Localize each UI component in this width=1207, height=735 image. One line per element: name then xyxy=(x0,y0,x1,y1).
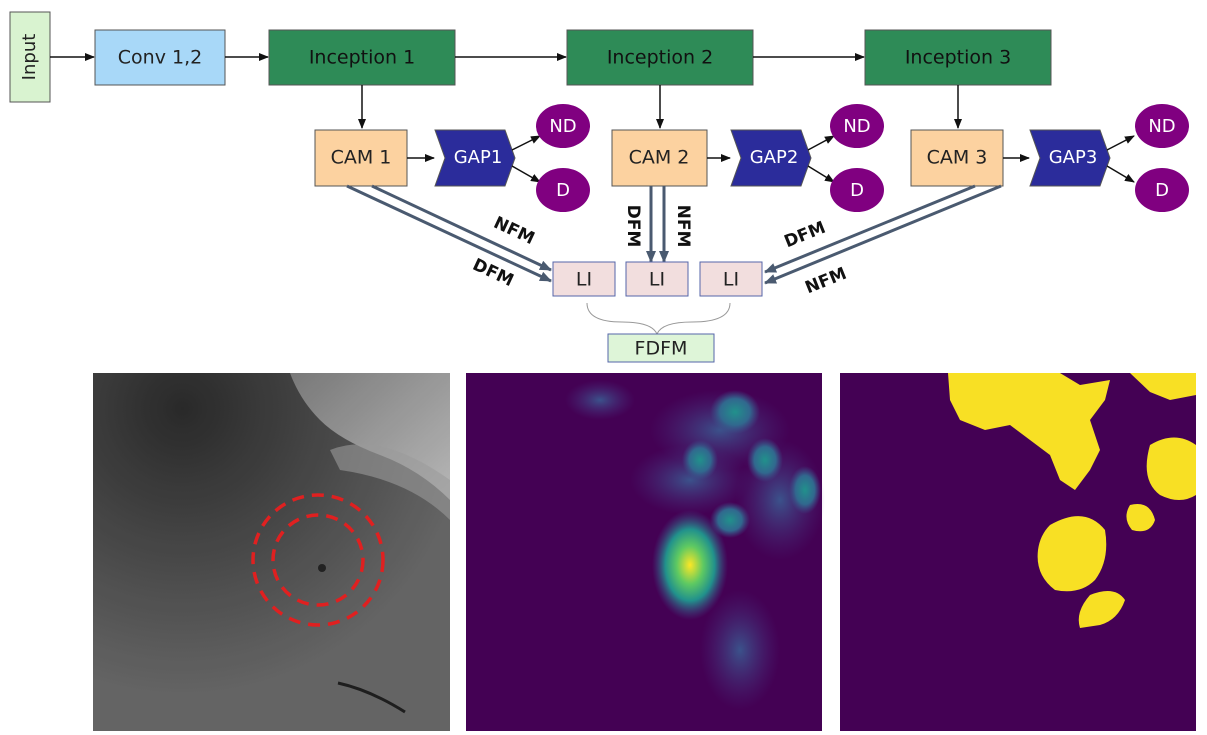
li-node-3: LI xyxy=(699,261,763,297)
nfm-label-3: NFM xyxy=(802,264,849,299)
mask-image xyxy=(840,373,1196,731)
gap-3-label: GAP3 xyxy=(1049,147,1098,168)
li-label: LI xyxy=(649,269,665,291)
inception-2-label: Inception 2 xyxy=(607,47,713,69)
li-label: LI xyxy=(723,269,739,291)
d-label: D xyxy=(850,180,864,201)
inception-1-node: Inception 1 xyxy=(268,29,456,86)
d-label: D xyxy=(556,180,570,201)
conv-node: Conv 1,2 xyxy=(94,29,226,86)
gap-1-label: GAP1 xyxy=(454,147,503,168)
nfm-label-2: NFM xyxy=(673,205,693,248)
gap-2-node: GAP2 xyxy=(730,129,812,187)
gap-3-node: GAP3 xyxy=(1029,129,1111,187)
inception-3-label: Inception 3 xyxy=(905,47,1011,69)
li-node-2: LI xyxy=(625,261,689,297)
cam-3-node: CAM 3 xyxy=(910,129,1004,187)
outer-ring-marker xyxy=(251,493,385,627)
cam-3-label: CAM 3 xyxy=(927,147,988,169)
d-output-2: D xyxy=(830,168,884,212)
nd-label: ND xyxy=(1148,116,1175,137)
li-node-1: LI xyxy=(552,261,616,297)
gap-1-node: GAP1 xyxy=(434,129,516,187)
d-output-3: D xyxy=(1135,168,1189,212)
cam-1-label: CAM 1 xyxy=(331,147,392,169)
nd-output-1: ND xyxy=(536,104,590,148)
heatmap-image xyxy=(466,373,825,731)
gap-2-label: GAP2 xyxy=(750,147,799,168)
merge-brace xyxy=(586,302,731,336)
fdfm-label: FDFM xyxy=(635,338,688,360)
inception-3-node: Inception 3 xyxy=(864,29,1052,86)
inception-2-node: Inception 2 xyxy=(566,29,754,86)
input-image xyxy=(93,373,450,731)
cam-2-node: CAM 2 xyxy=(611,129,708,187)
input-node: Input xyxy=(9,11,51,103)
li-label: LI xyxy=(576,269,592,291)
inner-ring-marker xyxy=(271,513,365,607)
dfm-label-3: DFM xyxy=(781,218,828,253)
nd-output-2: ND xyxy=(830,104,884,148)
feature-map-edges xyxy=(346,184,1002,285)
inception-1-label: Inception 1 xyxy=(309,47,415,69)
cam-1-node: CAM 1 xyxy=(314,129,408,187)
d-label: D xyxy=(1155,180,1169,201)
nd-label: ND xyxy=(549,116,576,137)
dfm-label-2: DFM xyxy=(623,205,643,248)
nd-label: ND xyxy=(843,116,870,137)
d-output-1: D xyxy=(536,168,590,212)
cam-2-label: CAM 2 xyxy=(629,147,690,169)
nd-output-3: ND xyxy=(1135,104,1189,148)
conv-label: Conv 1,2 xyxy=(118,47,202,69)
fdfm-node: FDFM xyxy=(607,333,715,363)
input-label: Input xyxy=(19,34,40,81)
